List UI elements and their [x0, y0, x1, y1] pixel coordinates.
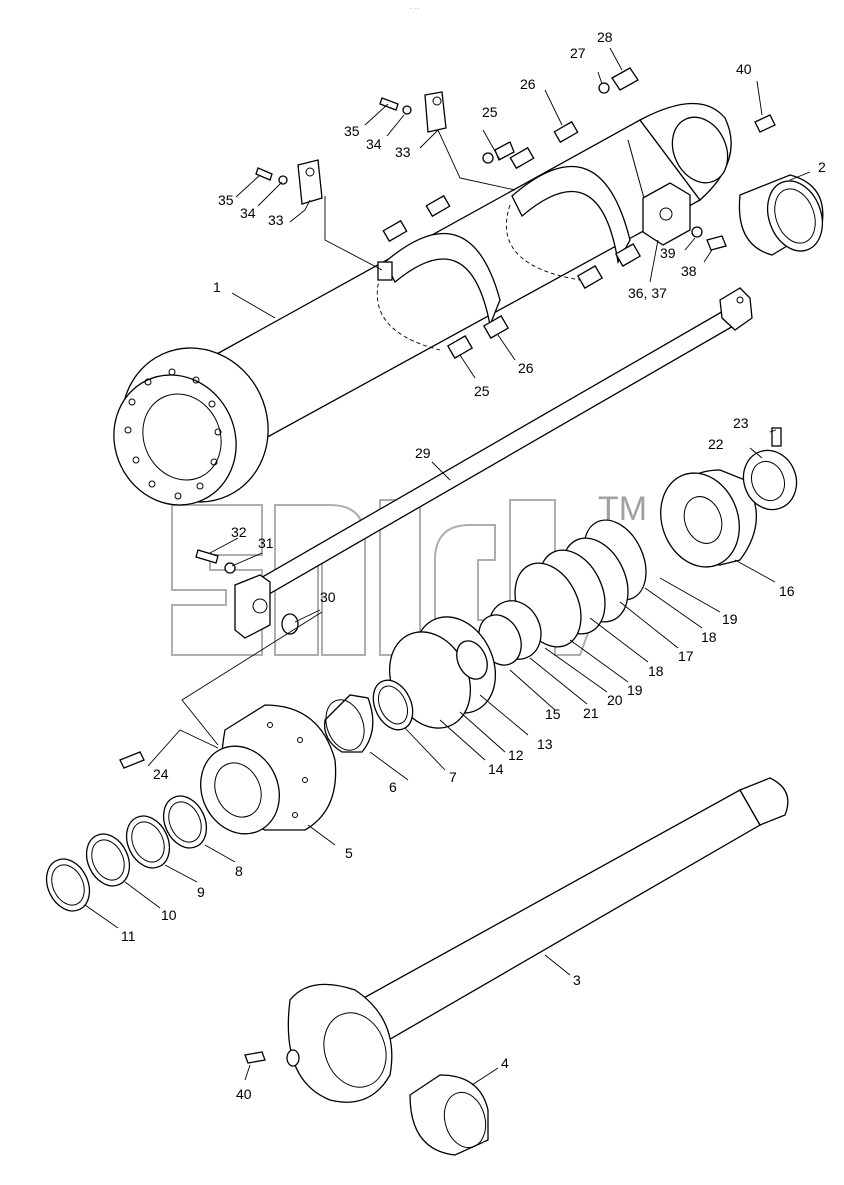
label-19-upper: 19 [722, 611, 738, 627]
label-35-right: 35 [344, 123, 360, 139]
label-27: 27 [570, 45, 586, 61]
leader-lines [84, 47, 811, 1086]
part-3-piston-rod [244, 777, 789, 1103]
label-31: 31 [258, 535, 274, 551]
label-11: 11 [121, 928, 136, 944]
label-15: 15 [545, 706, 561, 722]
label-3: 3 [573, 972, 581, 988]
callout-labels: 1 2 3 4 5 6 7 8 9 10 11 12 13 14 15 16 1… [121, 29, 826, 1102]
label-34-left: 34 [240, 205, 256, 221]
part-5-gland [119, 704, 337, 835]
part-2-bushing [738, 174, 824, 256]
label-33-left: 33 [268, 212, 284, 228]
label-29: 29 [415, 445, 431, 461]
label-36-37: 36, 37 [628, 285, 667, 301]
flange-bolt-holes [124, 368, 222, 500]
piston-assembly [660, 427, 798, 568]
label-26-lower: 26 [518, 360, 534, 376]
rod-seals-8-11 [45, 795, 208, 912]
label-40-lower: 40 [236, 1086, 252, 1102]
label-28: 28 [597, 29, 613, 45]
label-13: 13 [537, 736, 553, 752]
parts-6-7 [323, 679, 414, 753]
label-35-left: 35 [218, 192, 234, 208]
label-1: 1 [213, 279, 221, 295]
label-12: 12 [508, 747, 524, 763]
label-19-lower: 19 [627, 682, 643, 698]
cylinder-tube [113, 102, 732, 506]
label-2: 2 [818, 159, 826, 175]
label-24: 24 [153, 766, 169, 782]
label-8: 8 [235, 863, 243, 879]
label-6: 6 [389, 779, 397, 795]
label-25-upper: 25 [482, 104, 498, 120]
label-7: 7 [449, 769, 457, 785]
label-21: 21 [583, 705, 599, 721]
label-32: 32 [231, 524, 247, 540]
label-20: 20 [607, 692, 623, 708]
top-hardware [255, 67, 776, 251]
label-16: 16 [779, 583, 795, 599]
label-39: 39 [660, 245, 676, 261]
header-mark: ·· ··· [410, 6, 420, 12]
label-10: 10 [161, 907, 177, 923]
label-33-right: 33 [395, 144, 411, 160]
label-4: 4 [501, 1055, 509, 1071]
label-9: 9 [197, 884, 205, 900]
label-34-right: 34 [366, 136, 382, 152]
label-40-upper: 40 [736, 61, 752, 77]
label-22: 22 [708, 436, 724, 452]
label-14: 14 [488, 761, 504, 777]
label-38: 38 [681, 263, 697, 279]
part-4-bushing [409, 1074, 489, 1156]
label-17: 17 [678, 648, 694, 664]
label-23: 23 [733, 415, 749, 431]
label-5: 5 [345, 845, 353, 861]
label-25-lower: 25 [474, 383, 490, 399]
label-18-upper: 18 [701, 629, 717, 645]
label-26-upper: 26 [520, 76, 536, 92]
label-30: 30 [320, 589, 336, 605]
label-18-lower: 18 [648, 663, 664, 679]
